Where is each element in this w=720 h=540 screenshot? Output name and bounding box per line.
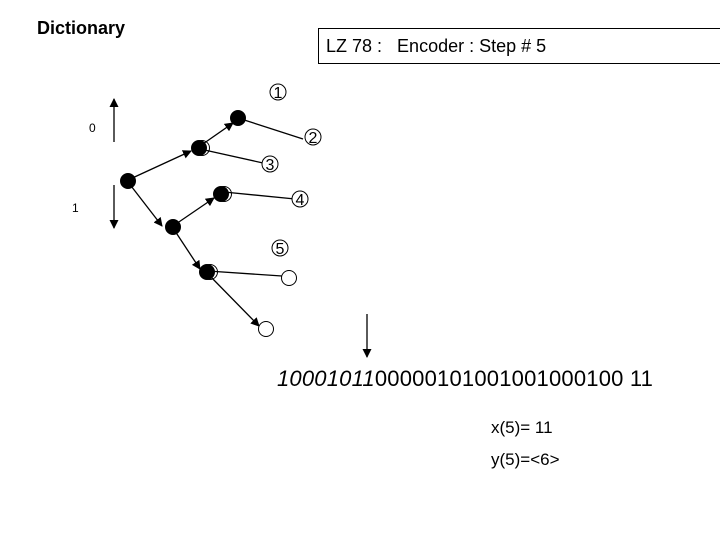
entry-marker-4-label: 4 <box>296 192 305 209</box>
tree-node-root <box>120 173 136 189</box>
tree-node-1 <box>230 110 246 126</box>
entry-marker-4: 4 <box>291 190 309 209</box>
x-equation: x(5)= 11 <box>491 418 553 437</box>
entry-marker-3-label: 3 <box>266 157 275 174</box>
algorithm-label: LZ 78 : <box>326 36 383 56</box>
tree-node-5 <box>199 264 215 280</box>
connector-new-node <box>207 270 283 277</box>
connector-label-4 <box>223 191 296 200</box>
edge-node-5-to-new-node <box>207 273 260 327</box>
entry-marker-5-label: 5 <box>276 241 285 258</box>
axis-label-one: 1 <box>72 201 79 215</box>
new-leaf-empty <box>258 321 274 337</box>
bitstream-remaining: 00000101001001000100 11 <box>374 366 654 391</box>
edge-root-to-node-3 <box>127 181 163 227</box>
edge-node-3-to-node-4 <box>172 197 215 227</box>
y-equation: y(5)=<6> <box>491 450 560 469</box>
entry-marker-2: 2 <box>304 128 322 147</box>
tree-node-3 <box>165 219 181 235</box>
input-bitstream: 1000101100000101001001000100 11 <box>277 366 653 392</box>
edge-root-to-node-2 <box>127 150 192 181</box>
entry-marker-3: 3 <box>261 155 279 174</box>
tree-node-2 <box>191 140 207 156</box>
edge-node-2-to-node-1 <box>199 122 234 147</box>
dictionary-title: Dictionary <box>37 18 126 38</box>
tree-node-4 <box>213 186 229 202</box>
axis-label-zero: 0 <box>89 121 96 135</box>
bitstream-parsed: 10001011 <box>277 366 375 391</box>
slide-title-box: LZ 78 : Encoder : Step # 5 <box>318 28 720 64</box>
new-node-empty <box>281 270 297 286</box>
tree-node-2-outline <box>194 140 210 156</box>
entry-marker-2-label: 2 <box>309 130 318 147</box>
entry-marker-5: 5 <box>271 239 289 258</box>
entry-marker-1: 1 <box>269 83 287 102</box>
entry-marker-1-label: 1 <box>274 85 283 102</box>
step-label: Encoder : Step # 5 <box>397 36 547 56</box>
connector-label-2 <box>237 117 304 140</box>
connector-label-3 <box>199 148 264 164</box>
edge-node-3-to-node-5 <box>172 227 201 270</box>
